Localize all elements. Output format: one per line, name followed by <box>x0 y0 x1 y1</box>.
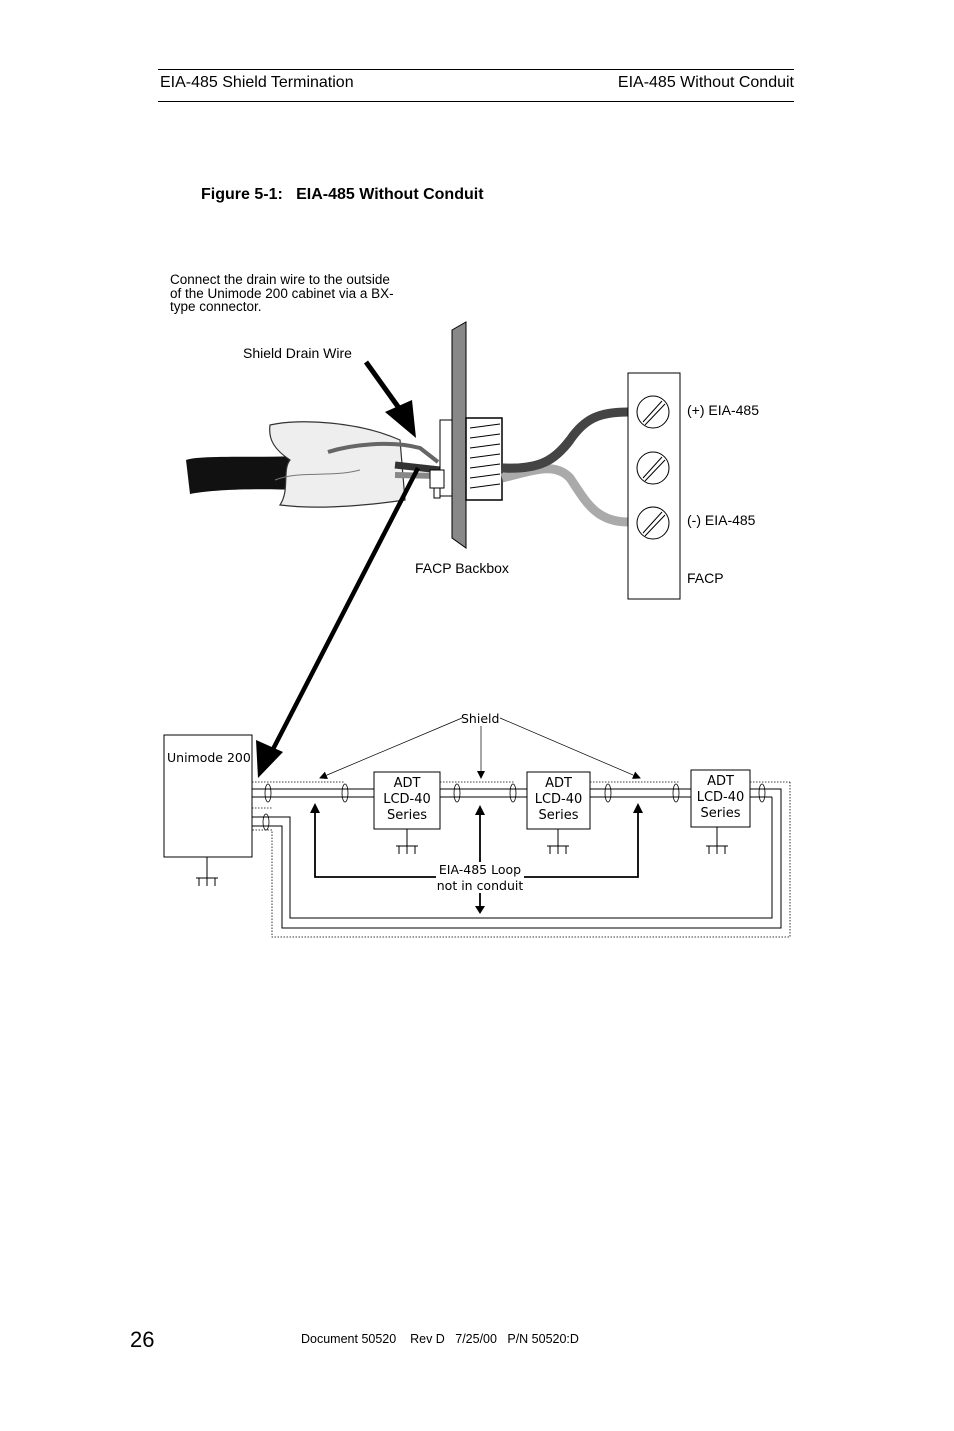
device-label-line: LCD-40 <box>534 792 583 807</box>
device-box-3 <box>690 769 751 828</box>
drain-wire <box>327 441 440 464</box>
negative-terminal-label: (-) EIA-485 <box>687 512 756 528</box>
shield-pointers <box>319 717 641 779</box>
terminal-screws <box>636 395 670 540</box>
note-line-1: Connect the drain wire to the outside <box>170 272 390 287</box>
loop-label-line-2: not in conduit <box>436 878 524 893</box>
device-label-line: Series <box>538 808 579 823</box>
long-pointer-head <box>256 740 283 778</box>
shield-drain-wire-label: Shield Drain Wire <box>243 345 352 361</box>
loop-pointers <box>314 810 639 908</box>
long-pointer-line <box>268 466 420 757</box>
device-label-line: ADT <box>707 774 734 789</box>
cable-jacket <box>186 456 300 494</box>
header-section-title: EIA-485 Shield Termination <box>160 74 354 91</box>
header-bottom-rule <box>158 101 794 102</box>
page-number: 26 <box>130 1327 155 1352</box>
device-label-2: ADT LCD-40 Series <box>527 776 590 824</box>
shield-label: Shield <box>461 711 500 726</box>
device-box-2 <box>526 771 591 830</box>
shield-ovals <box>262 783 766 831</box>
device-box-1 <box>373 771 441 830</box>
device-label-line: ADT <box>393 776 421 791</box>
connector-screw <box>429 469 445 489</box>
note-line-2: of the Unimode 200 cabinet via a BX- <box>170 286 394 301</box>
document-footer: Document 50520 Rev D 7/25/00 P/N 50520:D <box>301 1332 579 1346</box>
positive-terminal-label: (+) EIA-485 <box>687 402 759 418</box>
unimode-panel <box>163 734 253 858</box>
panel-ground-icon <box>196 857 218 886</box>
device-label-line: LCD-40 <box>383 792 431 807</box>
loop-bus <box>252 788 782 929</box>
device-label-3: ADT LCD-40 Series <box>691 774 750 822</box>
facp-backbox-label: FACP Backbox <box>415 560 509 576</box>
facp-label: FACP <box>687 570 724 586</box>
figure-title: Figure 5-1: EIA-485 Without Conduit <box>201 186 484 203</box>
drain-pointer-head <box>385 400 416 438</box>
device-label-line: ADT <box>545 776 572 791</box>
foil-shield <box>269 421 406 508</box>
note-line-3: type connector. <box>170 299 262 314</box>
device-label-line: Series <box>700 806 741 821</box>
device-label-line: LCD-40 <box>696 790 745 805</box>
device-ground-icons <box>396 827 728 854</box>
header-top-rule <box>158 69 794 70</box>
loop-label-line-1: EIA-485 Loop <box>438 862 522 877</box>
wire-negative <box>500 464 629 527</box>
drain-pointer-line <box>363 360 407 417</box>
device-label-1: ADT LCD-40 Series <box>374 776 440 824</box>
device-label-line: Series <box>387 808 427 823</box>
unimode-panel-label: Unimode 200 <box>167 750 251 765</box>
header-topic-title: EIA-485 Without Conduit <box>617 74 794 91</box>
loop-pointer-heads <box>310 803 643 914</box>
backbox-plate <box>451 321 467 549</box>
